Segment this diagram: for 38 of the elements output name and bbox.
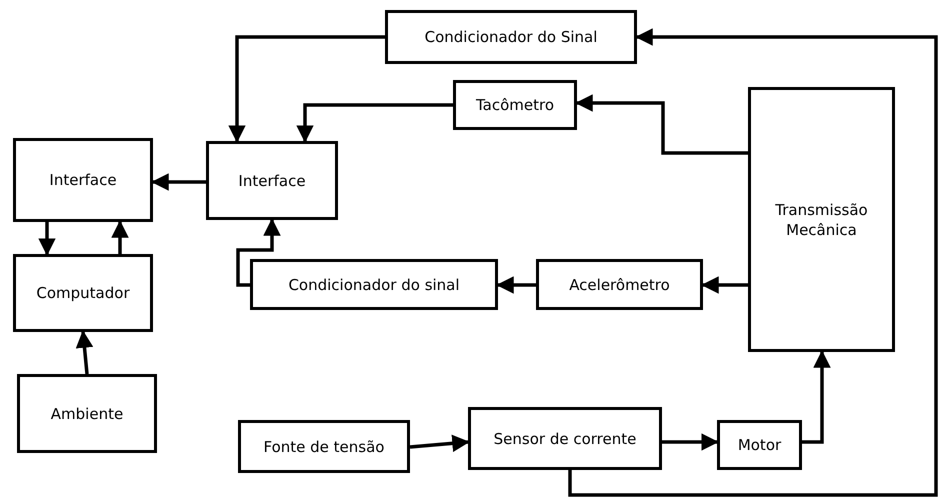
arrow (151, 173, 206, 191)
process-box (13, 138, 153, 222)
process-box (250, 259, 498, 310)
box-label: Fonte de tensão (264, 436, 384, 456)
process-box (13, 254, 153, 332)
box-label: Condicionador do Sinal (424, 27, 598, 47)
arrow (111, 220, 129, 254)
arrow (568, 28, 938, 497)
arrow (701, 276, 748, 294)
box-label: Transmissão Mecânica (774, 200, 869, 240)
box-label: Ambiente (50, 404, 124, 424)
box-label: Acelerômetro (569, 274, 670, 294)
arrow (38, 222, 56, 256)
process-box (206, 141, 338, 220)
arrow (236, 218, 281, 287)
process-box (717, 420, 802, 470)
process-box (748, 87, 895, 352)
process-box (17, 374, 157, 453)
arrow (76, 330, 94, 374)
process-box (238, 420, 410, 473)
box-label: Interface (49, 170, 117, 190)
process-box (453, 80, 577, 130)
box-label: Sensor de corrente (494, 428, 636, 448)
arrow (496, 276, 536, 294)
box-label: Computador (36, 283, 130, 303)
box-label: Interface (238, 170, 306, 190)
arrow (802, 350, 831, 444)
process-box (536, 259, 703, 310)
arrow (228, 35, 385, 143)
box-label: Condicionador do sinal (288, 274, 460, 294)
arrow (296, 103, 453, 143)
process-box (468, 407, 662, 470)
arrow (575, 94, 748, 155)
arrow (662, 433, 719, 451)
box-label: Tacômetro (476, 95, 554, 115)
arrow (410, 434, 470, 452)
box-label: Motor (738, 435, 782, 455)
process-box (385, 10, 637, 64)
